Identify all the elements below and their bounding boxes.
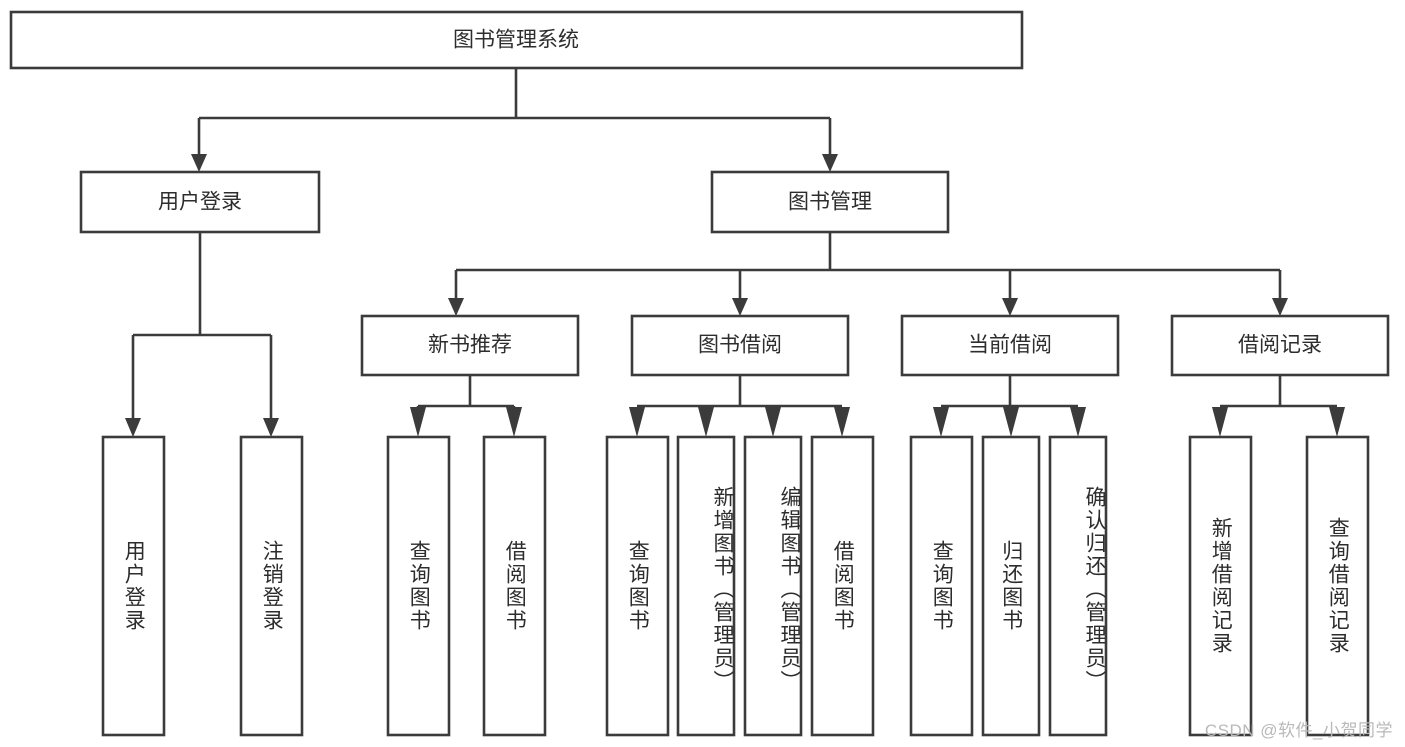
node-current-borrow-box[interactable] bbox=[900, 314, 1120, 377]
node-leaf-add-book-box[interactable] bbox=[676, 435, 736, 737]
node-new-book-recommend-label: 新书推荐 bbox=[428, 334, 512, 357]
arrow-root-to-book-manage bbox=[822, 154, 838, 172]
node-root-box[interactable] bbox=[9, 10, 1024, 70]
arrow-current-borrow-leaf-2 bbox=[1003, 407, 1019, 437]
arrow-book-manage-to-borrow-record bbox=[1272, 298, 1288, 316]
node-user-login-label: 用户登录 bbox=[158, 191, 242, 214]
arrow-user-login-leaf-2 bbox=[263, 418, 279, 437]
arrow-user-login-leaf-1 bbox=[125, 418, 141, 437]
node-leaf-add-record-box[interactable] bbox=[1188, 435, 1253, 737]
node-new-book-recommend-box[interactable] bbox=[360, 314, 580, 377]
arrow-book-borrow-leaf-3 bbox=[765, 407, 781, 437]
node-current-borrow-label: 当前借阅 bbox=[968, 334, 1052, 357]
arrow-book-manage-to-current-borrow bbox=[1002, 298, 1018, 316]
arrow-borrow-record-leaf-2 bbox=[1329, 407, 1345, 437]
arrow-current-borrow-leaf-3 bbox=[1070, 407, 1086, 437]
node-borrow-record-label: 借阅记录 bbox=[1238, 334, 1322, 357]
node-book-borrow-label: 图书借阅 bbox=[698, 334, 782, 357]
watermark-text: CSDN @软件_小贺同学 bbox=[1204, 721, 1393, 740]
node-leaf-borrow-book-2-box[interactable] bbox=[810, 435, 875, 737]
node-leaf-confirm-return-box[interactable] bbox=[1048, 435, 1108, 737]
arrow-book-manage-to-new-book-recommend bbox=[448, 298, 464, 316]
arrow-root-to-user-login bbox=[191, 154, 207, 172]
arrow-new-book-recommend-leaf-2 bbox=[506, 407, 522, 437]
arrow-book-manage-to-book-borrow bbox=[732, 298, 748, 316]
arrow-book-borrow-leaf-2 bbox=[698, 407, 714, 437]
arrow-book-borrow-leaf-4 bbox=[834, 407, 850, 437]
arrow-current-borrow-leaf-1 bbox=[933, 407, 949, 437]
node-leaf-query-book-2-box[interactable] bbox=[605, 435, 670, 737]
node-book-manage-label: 图书管理 bbox=[788, 191, 872, 214]
node-leaf-logout-login-box[interactable] bbox=[239, 435, 304, 737]
arrow-borrow-record-leaf-1 bbox=[1212, 407, 1228, 437]
node-leaf-return-book-box[interactable] bbox=[981, 435, 1041, 737]
node-leaf-query-book-3-box[interactable] bbox=[909, 435, 974, 737]
arrow-book-borrow-leaf-1 bbox=[629, 407, 645, 437]
node-leaf-user-login-box[interactable] bbox=[101, 435, 166, 737]
arrow-new-book-recommend-leaf-1 bbox=[410, 407, 426, 437]
node-leaf-edit-book-box[interactable] bbox=[743, 435, 803, 737]
node-leaf-borrow-book-1-box[interactable] bbox=[482, 435, 547, 737]
node-user-login-box[interactable] bbox=[79, 170, 321, 234]
node-root-label: 图书管理系统 bbox=[453, 29, 579, 52]
node-leaf-query-record-box[interactable] bbox=[1305, 435, 1370, 737]
node-leaf-query-book-1-box[interactable] bbox=[386, 435, 451, 737]
